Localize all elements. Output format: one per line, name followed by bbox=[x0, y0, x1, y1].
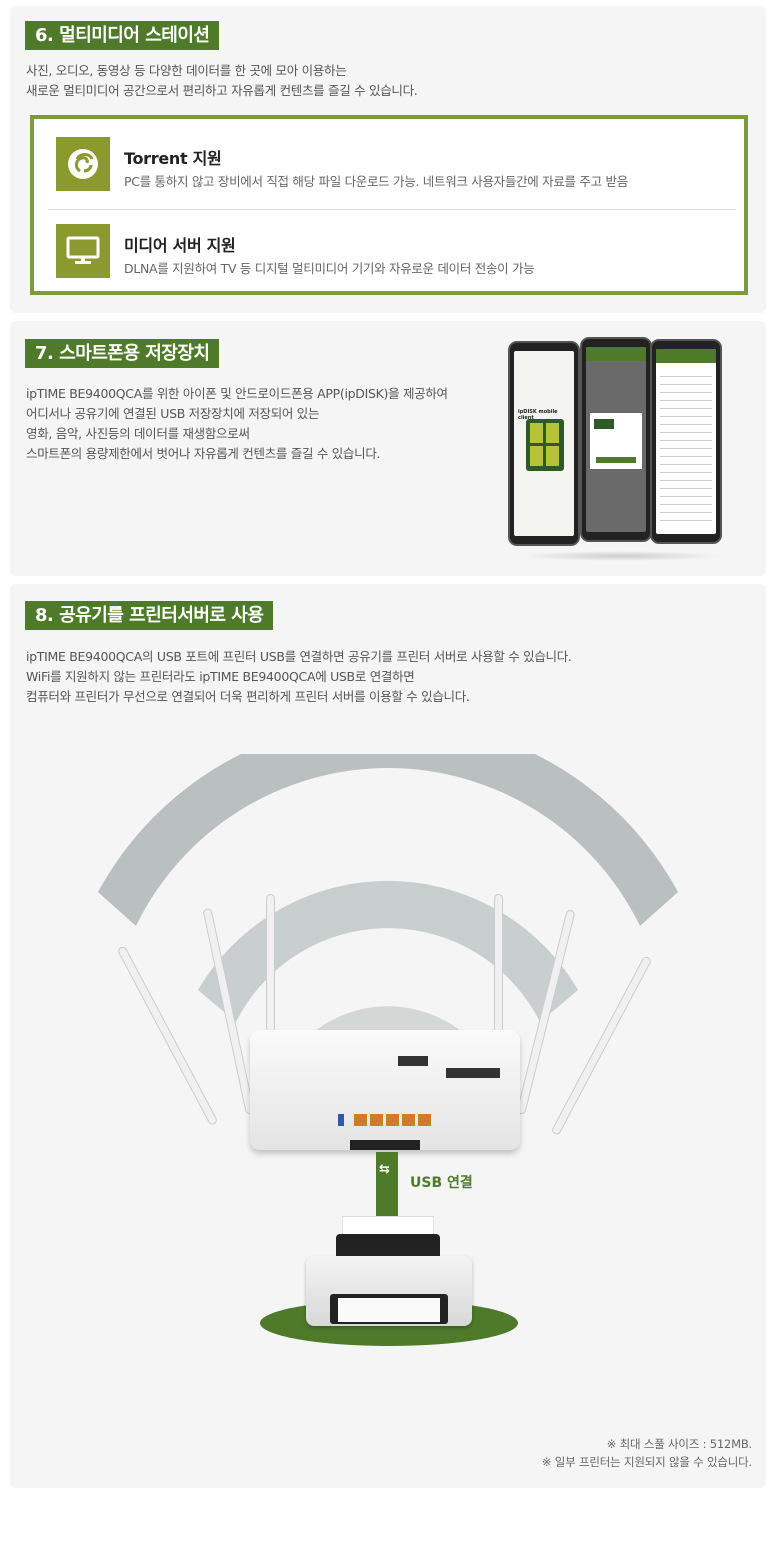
desc-line: 컴퓨터와 프린터가 무선으로 연결되어 더욱 편리하게 프린터 서버를 이용할 … bbox=[26, 689, 470, 704]
divider bbox=[48, 209, 736, 210]
feature-media-server: 미디어 서버 지원 DLNA를 지원하여 TV 등 디지털 멀티미디어 기기와 … bbox=[52, 216, 732, 286]
unsupported-printer-note: ※ 일부 프린터는 지원되지 않을 수 있습니다. bbox=[541, 1455, 752, 1469]
desc-line: 새로운 멀티미디어 공간으로서 편리하고 자유롭게 컨텐츠를 즐길 수 있습니다… bbox=[26, 83, 418, 98]
desc-line: ipTIME BE9400QCA를 위한 아이폰 및 안드로이드폰용 APP(i… bbox=[26, 386, 448, 401]
feature-box: Torrent 지원 PC를 통하지 않고 장비에서 직접 해당 파일 다운로드… bbox=[30, 115, 748, 295]
app-label: ipDISK mobile client bbox=[518, 409, 558, 421]
torrent-icon bbox=[56, 137, 110, 191]
feature-title: Torrent 지원 bbox=[124, 149, 222, 168]
feature-desc: DLNA를 지원하여 TV 등 디지털 멀티미디어 기기와 자유로운 데이터 전… bbox=[124, 261, 535, 276]
section-description: 사진, 오디오, 동영상 등 다양한 데이터를 한 곳에 모아 이용하는 새로운… bbox=[26, 61, 418, 101]
feature-torrent: Torrent 지원 PC를 통하지 않고 장비에서 직접 해당 파일 다운로드… bbox=[52, 129, 732, 199]
section-description: ipTIME BE9400QCA의 USB 포트에 프린터 USB를 연결하면 … bbox=[26, 647, 572, 707]
usb-port bbox=[338, 1114, 344, 1126]
feature-desc: PC를 통하지 않고 장비에서 직접 해당 파일 다운로드 가능. 네트워크 사… bbox=[124, 174, 628, 189]
phone-file-list bbox=[650, 339, 722, 544]
section-description: ipTIME BE9400QCA를 위한 아이폰 및 안드로이드폰용 APP(i… bbox=[26, 384, 448, 464]
desc-line: ipTIME BE9400QCA의 USB 포트에 프린터 USB를 연결하면 … bbox=[26, 649, 572, 664]
section-heading: 7. 스마트폰용 저장장치 bbox=[25, 339, 220, 368]
desc-line: 스마트폰의 용량제한에서 벗어나 자유롭게 컨텐츠를 즐길 수 있습니다. bbox=[26, 446, 381, 461]
section-multimedia-station: 6. 멀티미디어 스테이션 사진, 오디오, 동영상 등 다양한 데이터를 한 … bbox=[10, 6, 766, 313]
ipdisk-app-icon bbox=[526, 419, 564, 471]
desc-line: 영화, 음악, 사진등의 데이터를 재생함으로써 bbox=[26, 426, 250, 441]
phone-player bbox=[580, 337, 652, 542]
feature-title: 미디어 서버 지원 bbox=[124, 236, 236, 255]
usb-icon: ⇆ bbox=[379, 1162, 390, 1177]
desc-line: WiFi를 지원하지 않는 프린터라도 ipTIME BE9400QCA에 US… bbox=[26, 669, 415, 684]
router bbox=[250, 1030, 520, 1150]
router-printer-illustration: ⇆ USB 연결 bbox=[10, 719, 766, 1394]
ethernet-ports bbox=[354, 1114, 434, 1126]
printer bbox=[306, 1216, 472, 1334]
wifi-signal-icon bbox=[98, 719, 678, 1094]
section-smartphone-storage: 7. 스마트폰용 저장장치 ipTIME BE9400QCA를 위한 아이폰 및… bbox=[10, 321, 766, 576]
spool-size-note: ※ 최대 스풀 사이즈 : 512MB. bbox=[606, 1437, 752, 1451]
usb-cable bbox=[376, 1152, 398, 1216]
usb-label: USB 연결 bbox=[410, 1175, 473, 1191]
section-heading: 6. 멀티미디어 스테이션 bbox=[25, 21, 220, 50]
smartphones-image: ipDISK mobile client bbox=[500, 335, 730, 567]
section-heading: 8. 공유기를 프린터서버로 사용 bbox=[25, 601, 274, 630]
section-printer-server: 8. 공유기를 프린터서버로 사용 ipTIME BE9400QCA의 USB … bbox=[10, 584, 766, 1488]
phone-home: ipDISK mobile client bbox=[508, 341, 580, 546]
monitor-icon bbox=[56, 224, 110, 278]
desc-line: 어디서나 공유기에 연결된 USB 저장장치에 저장되어 있는 bbox=[26, 406, 320, 421]
desc-line: 사진, 오디오, 동영상 등 다양한 데이터를 한 곳에 모아 이용하는 bbox=[26, 63, 347, 78]
